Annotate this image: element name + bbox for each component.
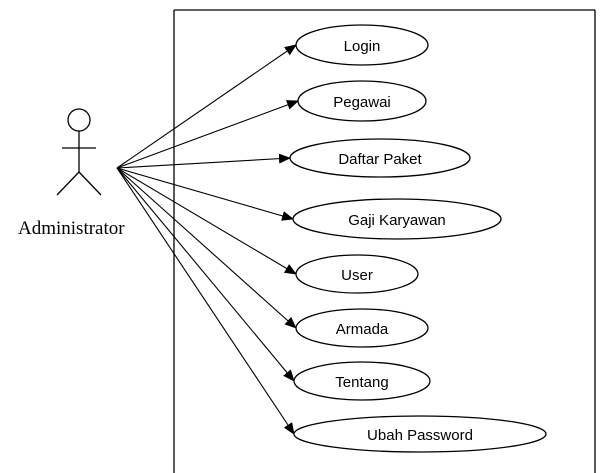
use-case-label: Tentang bbox=[335, 374, 388, 391]
use-case-ellipse bbox=[293, 361, 431, 401]
use-case-ellipse bbox=[289, 138, 471, 178]
association-arrow-daftar-paket bbox=[116, 153, 291, 169]
use-case-ubah-password: Ubah Password bbox=[293, 415, 547, 453]
use-case-tentang: Tentang bbox=[293, 361, 431, 401]
actor-head bbox=[67, 108, 91, 132]
association-arrow-tentang bbox=[116, 167, 295, 382]
use-case-ellipse bbox=[295, 254, 419, 294]
use-case-ellipse bbox=[295, 24, 429, 66]
system-boundary bbox=[173, 9, 596, 473]
actor-label: Administrator bbox=[18, 218, 125, 239]
association-arrow-login bbox=[116, 44, 297, 169]
use-case-login: Login bbox=[295, 24, 429, 66]
use-case-label: Pegawai bbox=[333, 94, 391, 111]
association-arrow-user bbox=[116, 167, 297, 275]
association-arrow-pegawai bbox=[116, 100, 299, 169]
actor-leg-left bbox=[56, 171, 80, 196]
use-case-label: Login bbox=[344, 38, 381, 55]
use-case-ellipse bbox=[292, 198, 502, 240]
use-case-pegawai: Pegawai bbox=[297, 80, 427, 122]
use-case-ellipse bbox=[293, 415, 547, 453]
association-arrow-armada bbox=[116, 167, 297, 329]
use-case-ellipse bbox=[297, 80, 427, 122]
actor-leg-right bbox=[78, 171, 102, 196]
use-case-ellipse bbox=[295, 308, 429, 348]
association-arrow-ubah-password bbox=[116, 167, 295, 435]
use-case-armada: Armada bbox=[295, 308, 429, 348]
use-case-label: Daftar Paket bbox=[338, 151, 422, 168]
associations bbox=[116, 44, 299, 435]
use-case-label: Ubah Password bbox=[367, 427, 473, 444]
use-case-gaji-karyawan: Gaji Karyawan bbox=[292, 198, 502, 240]
actor-figure bbox=[56, 108, 102, 196]
association-arrow-gaji-karyawan bbox=[116, 167, 294, 221]
use-case-user: User bbox=[295, 254, 419, 294]
use-case-daftar-paket: Daftar Paket bbox=[289, 138, 471, 178]
use-case-label: Gaji Karyawan bbox=[348, 212, 446, 229]
use-case-label: Armada bbox=[336, 321, 389, 338]
use-case-label: User bbox=[341, 267, 373, 284]
